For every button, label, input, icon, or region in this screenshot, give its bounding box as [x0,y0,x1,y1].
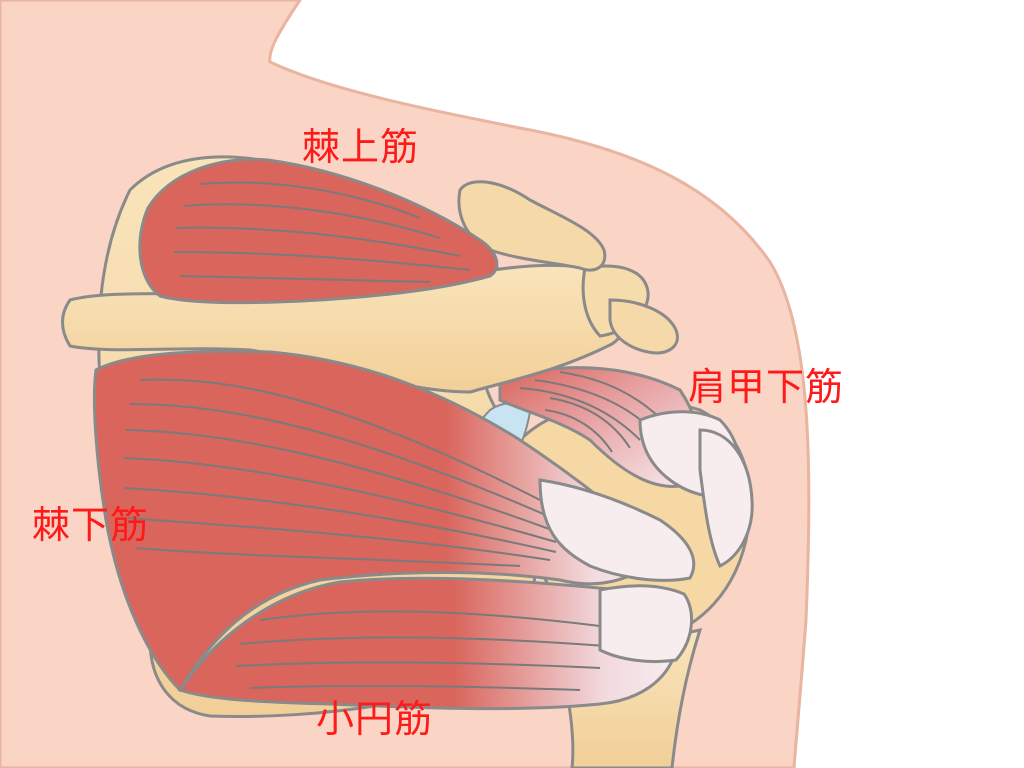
infraspinatus-tendon [538,478,696,582]
greater-tubercle [698,428,754,569]
supraspinatus-label: 棘上筋 [302,125,420,169]
teres-minor-fibers [235,610,607,691]
supraspinatus-fibers [173,181,471,283]
infraspinatus-fibers [123,378,557,567]
teres-minor-label: 小円筋 [316,697,434,741]
teres-minor-tendon [598,584,694,664]
infraspinatus-label: 棘下筋 [32,503,150,547]
clavicle-end [608,298,679,355]
supraspinatus-muscle [138,157,499,305]
infraspinatus-muscle [92,349,662,693]
subscapularis-label: 肩甲下筋 [688,365,845,409]
